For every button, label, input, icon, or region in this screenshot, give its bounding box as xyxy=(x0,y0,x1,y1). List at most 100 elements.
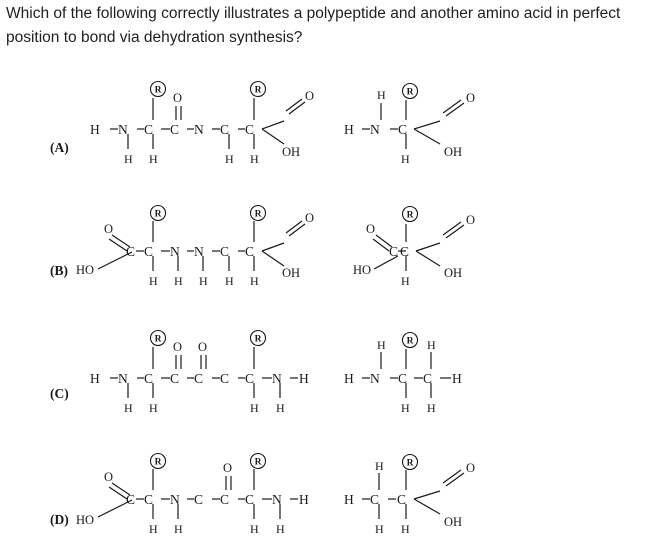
svg-text:O: O xyxy=(305,211,314,225)
svg-text:HO: HO xyxy=(353,263,371,277)
svg-text:C: C xyxy=(144,371,153,386)
svg-text:O: O xyxy=(173,340,182,354)
svg-text:O: O xyxy=(223,461,232,475)
r-group-label: R xyxy=(155,86,162,96)
svg-text:H: H xyxy=(149,401,158,415)
svg-text:C: C xyxy=(220,371,229,386)
svg-text:C: C xyxy=(194,371,203,386)
option-c-amino-acid: H N C C H H H H H R xyxy=(344,331,462,415)
svg-text:N: N xyxy=(370,122,380,137)
svg-text:C: C xyxy=(126,244,135,259)
question-line-2: position to bond via dehydration synthes… xyxy=(6,29,303,46)
svg-text:H: H xyxy=(375,522,384,536)
svg-text:C: C xyxy=(220,244,229,259)
svg-text:H: H xyxy=(401,152,410,166)
svg-text:O: O xyxy=(466,91,475,105)
option-a[interactable]: (A) H N C C N C C H xyxy=(50,80,475,167)
svg-text:N: N xyxy=(170,244,180,259)
svg-text:R: R xyxy=(155,458,162,468)
option-d-letter: (D) xyxy=(50,512,69,527)
svg-text:C: C xyxy=(423,371,432,386)
question-text: Which of the following correctly illustr… xyxy=(6,2,656,50)
svg-text:H: H xyxy=(225,274,234,288)
svg-text:O: O xyxy=(104,470,113,484)
svg-text:N: N xyxy=(194,122,204,137)
option-d-polypeptide: O HO C C N C C C N H O H H H H R R xyxy=(76,452,309,536)
option-d[interactable]: (D) O HO C C N C C C xyxy=(50,452,475,537)
svg-text:C: C xyxy=(389,244,398,259)
svg-text:H: H xyxy=(299,492,309,507)
svg-text:C: C xyxy=(144,122,153,137)
svg-text:C: C xyxy=(170,122,179,137)
svg-text:R: R xyxy=(255,335,262,345)
svg-text:N: N xyxy=(272,492,282,507)
svg-text:O: O xyxy=(173,91,182,105)
svg-text:OH: OH xyxy=(282,145,300,159)
svg-text:R: R xyxy=(407,459,414,469)
svg-text:C: C xyxy=(170,371,179,386)
option-b[interactable]: (B) O HO C C N N C xyxy=(50,204,475,289)
svg-text:OH: OH xyxy=(444,515,462,529)
svg-text:OH: OH xyxy=(444,145,462,159)
svg-text:C: C xyxy=(400,244,409,259)
svg-text:C: C xyxy=(245,371,254,386)
svg-text:H: H xyxy=(174,522,183,536)
svg-text:H: H xyxy=(427,401,436,415)
svg-text:H: H xyxy=(149,152,158,166)
svg-text:N: N xyxy=(170,492,180,507)
svg-text:H: H xyxy=(377,88,386,102)
svg-text:C: C xyxy=(144,244,153,259)
svg-text:C: C xyxy=(126,492,135,507)
option-b-polypeptide: O HO C C N N C C H H H H H O OH R R xyxy=(76,204,314,288)
svg-text:R: R xyxy=(255,210,262,220)
svg-text:H: H xyxy=(149,274,158,288)
svg-text:C: C xyxy=(245,122,254,137)
option-a-letter: (A) xyxy=(50,140,69,155)
svg-text:OH: OH xyxy=(444,266,462,280)
svg-text:C: C xyxy=(245,244,254,259)
svg-text:O: O xyxy=(466,461,475,475)
option-c[interactable]: (C) H N C C C C C N xyxy=(50,329,462,416)
svg-text:R: R xyxy=(255,86,262,96)
svg-text:C: C xyxy=(398,122,407,137)
svg-text:HO: HO xyxy=(76,513,94,527)
svg-text:H: H xyxy=(250,152,259,166)
svg-text:H: H xyxy=(427,338,436,352)
svg-text:C: C xyxy=(194,492,203,507)
svg-text:H: H xyxy=(90,371,100,386)
option-c-letter: (C) xyxy=(50,386,69,401)
option-d-amino-acid: H C C H H H O OH R xyxy=(344,453,475,536)
svg-text:N: N xyxy=(118,122,128,137)
option-b-amino-acid: O HO C C H O OH R xyxy=(353,205,475,288)
svg-text:C: C xyxy=(397,492,406,507)
svg-text:C: C xyxy=(220,122,229,137)
svg-text:H: H xyxy=(377,338,386,352)
svg-text:N: N xyxy=(272,371,282,386)
svg-text:N: N xyxy=(118,371,128,386)
svg-text:H: H xyxy=(344,122,354,137)
svg-text:H: H xyxy=(276,401,285,415)
svg-text:H: H xyxy=(299,371,309,386)
svg-text:H: H xyxy=(401,401,410,415)
svg-text:O: O xyxy=(466,213,475,227)
svg-text:H: H xyxy=(250,274,259,288)
svg-text:H: H xyxy=(344,492,354,507)
svg-text:H: H xyxy=(149,522,158,536)
svg-text:H: H xyxy=(375,459,384,473)
svg-text:C: C xyxy=(144,492,153,507)
svg-text:H: H xyxy=(401,522,410,536)
svg-text:H: H xyxy=(174,274,183,288)
svg-text:C: C xyxy=(398,371,407,386)
svg-text:N: N xyxy=(194,244,204,259)
svg-text:OH: OH xyxy=(282,266,300,280)
svg-text:H: H xyxy=(225,152,234,166)
svg-text:C: C xyxy=(245,492,254,507)
svg-text:HO: HO xyxy=(76,263,94,277)
svg-text:H: H xyxy=(401,274,410,288)
svg-text:O: O xyxy=(104,222,113,236)
svg-text:R: R xyxy=(407,88,414,98)
question-line-1: Which of the following correctly illustr… xyxy=(6,5,621,22)
svg-text:H: H xyxy=(250,401,259,415)
svg-text:H: H xyxy=(124,401,133,415)
